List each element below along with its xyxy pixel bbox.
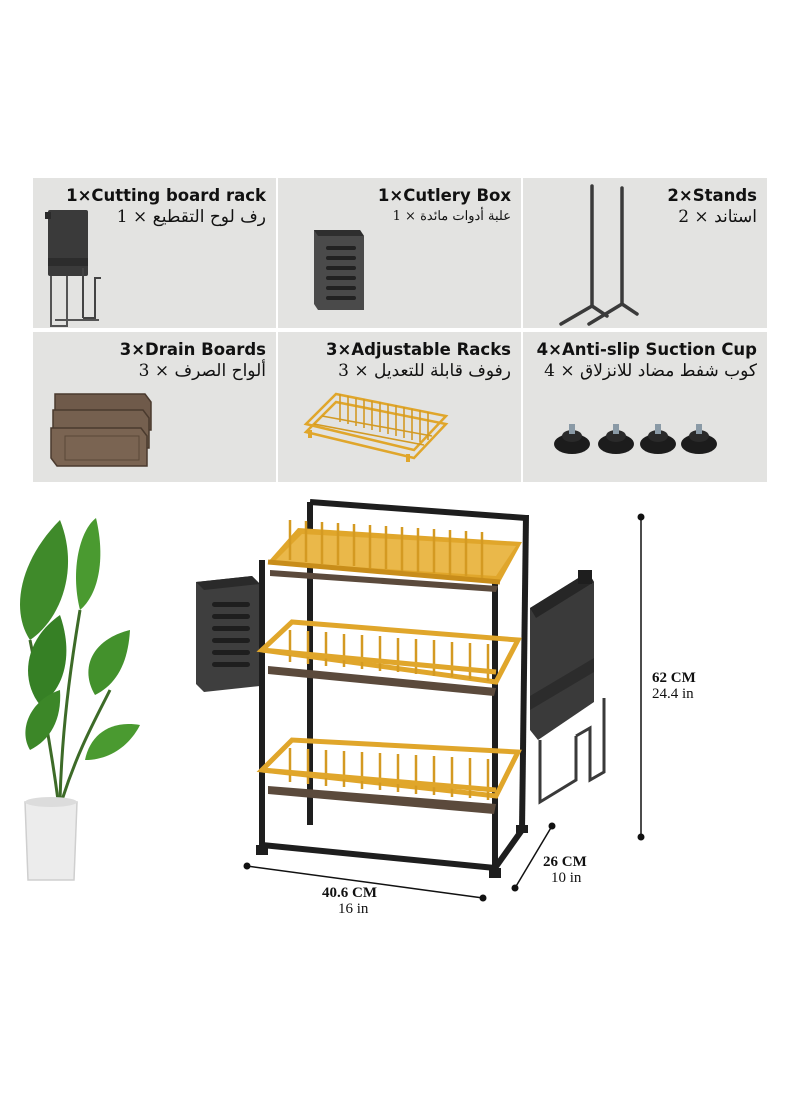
component-title: 3×Adjustable Racks bbox=[326, 340, 511, 359]
suction-cup-icon bbox=[554, 424, 717, 454]
component-subtitle-arabic: رف لوح التقطيع × 1 bbox=[116, 207, 266, 227]
rack-tier-middle bbox=[256, 619, 522, 696]
height-metric-label: 62 CM bbox=[652, 670, 696, 686]
component-suction-cups: 4×Anti-slip Suction Cup كوب شفط مضاد للا… bbox=[523, 332, 767, 482]
components-grid: 1×Cutting board rack رف لوح التقطيع × 1 … bbox=[33, 178, 767, 482]
depth-metric-label: 26 CM bbox=[543, 854, 587, 870]
component-subtitle-arabic: رفوف قابلة للتعديل × 3 bbox=[338, 361, 511, 381]
rack-frame bbox=[259, 499, 529, 875]
rack-tier-bottom bbox=[256, 737, 522, 814]
component-adjustable-racks: 3×Adjustable Racks رفوف قابلة للتعديل × … bbox=[278, 332, 521, 482]
cutting-board-rack-icon bbox=[45, 210, 101, 327]
component-cutlery-box: 1×Cutlery Box علبة أدوات مائدة × 1 bbox=[278, 178, 521, 328]
height-imperial-label: 24.4 in bbox=[652, 686, 694, 702]
width-dimension-line bbox=[243, 862, 487, 902]
cutting-board-rack-image bbox=[530, 570, 606, 805]
component-title: 1×Cutting board rack bbox=[66, 186, 266, 205]
width-metric-label: 40.6 CM bbox=[322, 885, 377, 901]
component-stands: 2×Stands استاند × 2 bbox=[523, 178, 767, 328]
drain-boards-icon bbox=[50, 393, 152, 467]
rack-tier-top bbox=[267, 520, 522, 592]
assembled-rack-scene: 62 CM 24.4 in 40.6 CM 16 in 26 CM 10 in bbox=[0, 490, 800, 940]
component-drain-boards: 3×Drain Boards ألواح الصرف × 3 bbox=[33, 332, 276, 482]
component-title: 1×Cutlery Box bbox=[377, 186, 511, 205]
potted-plant-image bbox=[20, 518, 140, 881]
cutlery-box-image bbox=[196, 576, 260, 692]
component-cutting-board-rack: 1×Cutting board rack رف لوح التقطيع × 1 bbox=[33, 178, 276, 328]
depth-imperial-label: 10 in bbox=[551, 870, 582, 886]
component-subtitle-arabic: استاند × 2 bbox=[678, 207, 757, 227]
height-dimension-line bbox=[637, 513, 645, 841]
component-title: 2×Stands bbox=[667, 186, 757, 205]
component-subtitle-arabic: ألواح الصرف × 3 bbox=[138, 361, 266, 381]
depth-dimension-line bbox=[511, 822, 556, 892]
width-imperial-label: 16 in bbox=[338, 901, 369, 917]
adjustable-rack-icon bbox=[303, 392, 449, 462]
component-subtitle-arabic: علبة أدوات مائدة × 1 bbox=[392, 209, 511, 224]
component-subtitle-arabic: كوب شفط مضاد للانزلاق × 4 bbox=[544, 361, 757, 381]
component-title: 4×Anti-slip Suction Cup bbox=[536, 340, 757, 359]
component-title: 3×Drain Boards bbox=[119, 340, 266, 359]
stands-icon bbox=[559, 184, 639, 326]
rack-feet bbox=[256, 825, 528, 878]
cutlery-box-icon bbox=[314, 230, 364, 310]
